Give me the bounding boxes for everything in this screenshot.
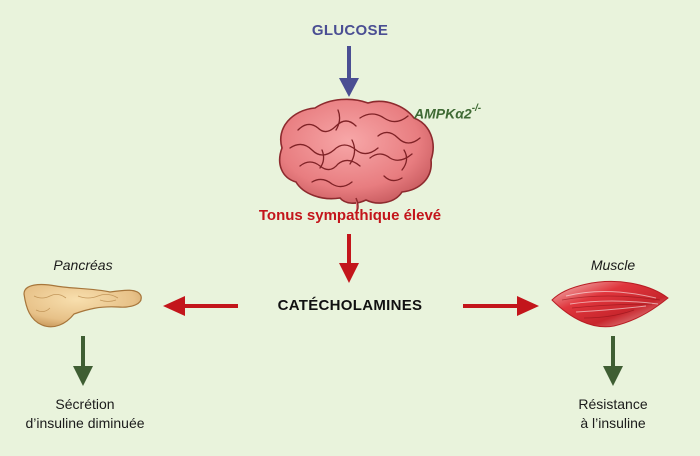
- resistance-line-2: à l’insuline: [580, 415, 646, 431]
- insulin-secretion-outcome: Sécrétion d’insuline diminuée: [10, 395, 160, 433]
- muscle-icon: [551, 281, 669, 328]
- secretion-line-1: Sécrétion: [55, 396, 115, 412]
- pancreas-icon: [23, 283, 142, 328]
- glucose-label: GLUCOSE: [311, 22, 389, 39]
- glucose-arrow: [339, 46, 359, 97]
- ampk-main-text: AMPKα2: [414, 105, 472, 122]
- catecholamines-label: CATÉCHOLAMINES: [277, 297, 423, 314]
- arrow-to-pancreas: [163, 296, 238, 316]
- ampk-superscript: -/-: [471, 103, 482, 114]
- ampk-annotation: AMPKα2-/-: [414, 103, 482, 122]
- brain-icon: [278, 98, 434, 213]
- muscle-label: Muscle: [590, 257, 636, 273]
- muscle-outcome-arrow: [603, 336, 623, 386]
- insulin-resistance-outcome: Résistance à l’insuline: [538, 395, 688, 433]
- arrow-to-muscle: [463, 296, 539, 316]
- secretion-line-2: d’insuline diminuée: [25, 415, 145, 431]
- pancreas-outcome-arrow: [73, 336, 93, 386]
- resistance-line-1: Résistance: [578, 396, 648, 412]
- sympathetic-tone-label: Tonus sympathique élevé: [258, 207, 442, 224]
- sympathetic-arrow: [339, 234, 359, 283]
- pancreas-label: Pancréas: [53, 257, 113, 273]
